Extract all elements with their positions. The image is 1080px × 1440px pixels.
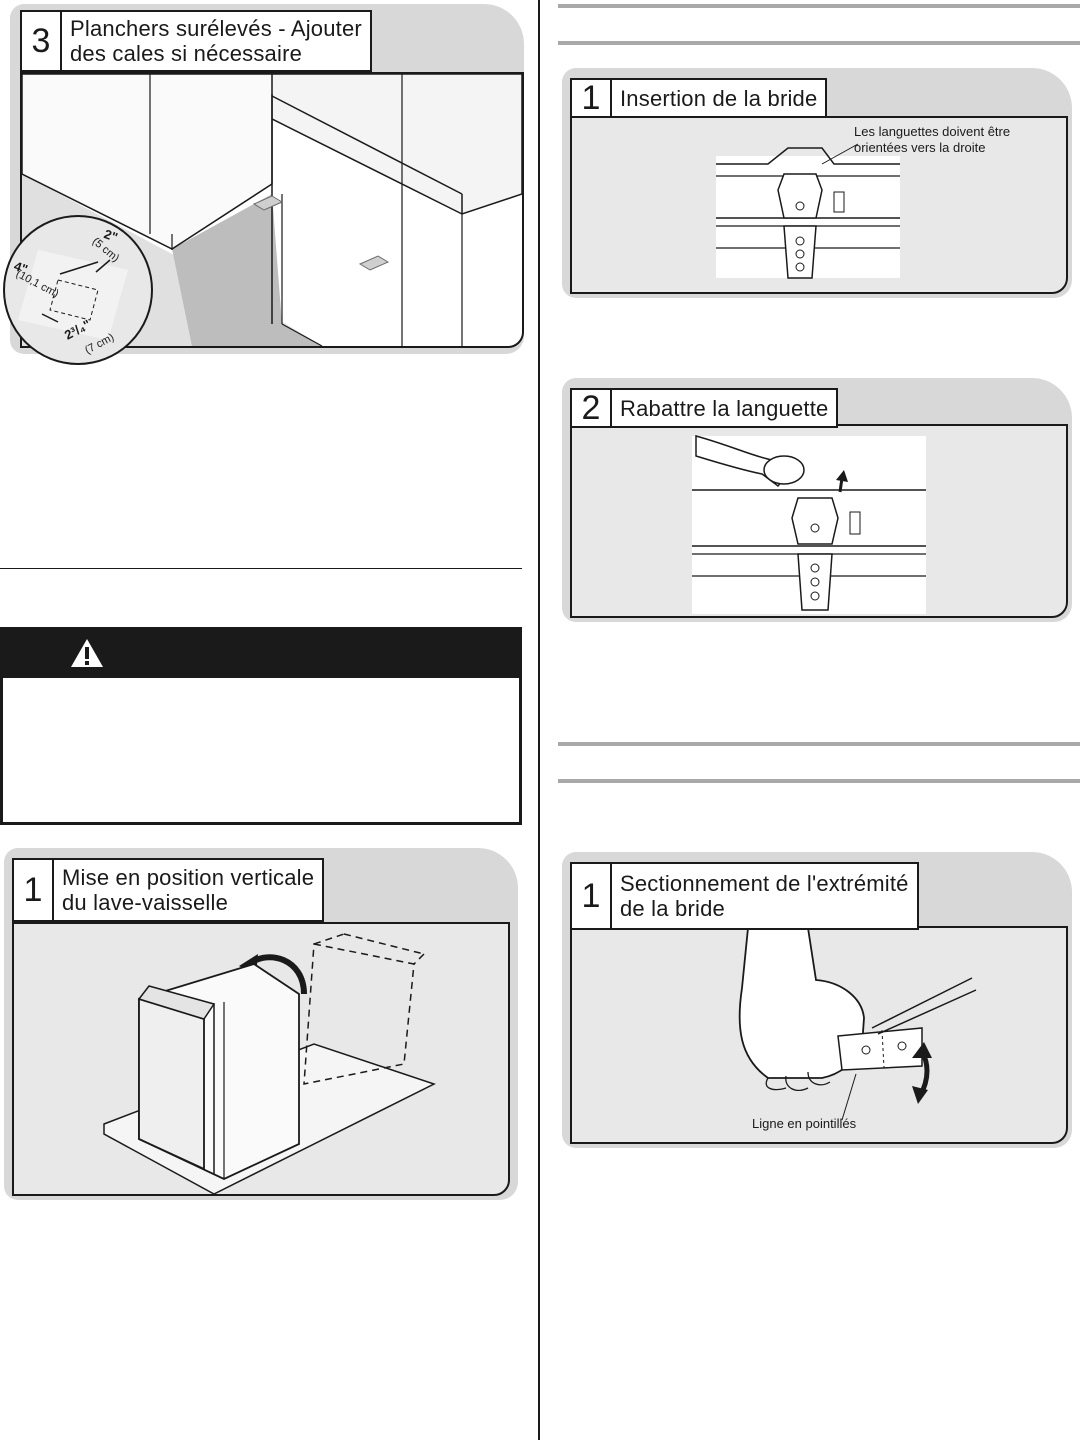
step-number: 1 [572, 80, 612, 116]
tab-direction-callout: Les languettes doivent être orientées ve… [854, 124, 1010, 156]
section-rule [0, 568, 522, 569]
section-rule [558, 779, 1080, 783]
step-number: 1 [14, 860, 54, 920]
step-title: Sectionnement de l'extrémité de la bride [612, 864, 917, 928]
upright-panel: 1 Mise en position verticale du lave-vai… [4, 848, 518, 1200]
dishwasher-upright-illustration [14, 924, 508, 1194]
step-tab: 1 Insertion de la bride [570, 78, 827, 118]
step-title: Rabattre la languette [612, 390, 836, 426]
step-number: 2 [572, 390, 612, 426]
warning-header [3, 630, 519, 678]
step-tab: 1 Sectionnement de l'extrémité de la bri… [570, 862, 919, 930]
raised-floor-panel: 2" (5 cm) 4" (10,1 cm) 2³/₄" (7 cm) 3 Pl… [10, 4, 524, 354]
fold-tab-illustration [572, 426, 1066, 616]
section-rule [558, 41, 1080, 45]
step-tab: 1 Mise en position verticale du lave-vai… [12, 858, 324, 922]
cut-strap-panel: Ligne en pointillés 1 Sectionnement de l… [562, 852, 1072, 1148]
step-number: 1 [572, 864, 612, 928]
dotted-line-callout: Ligne en pointillés [752, 1116, 856, 1132]
column-divider [538, 0, 540, 1440]
step-tab: 3 Planchers surélevés - Ajouter des cale… [20, 10, 372, 72]
step-number: 3 [22, 12, 62, 70]
panel-frame [12, 922, 510, 1196]
strap-cut-illustration [572, 928, 1066, 1142]
warning-triangle-icon [69, 637, 105, 669]
warning-box [0, 627, 522, 825]
step-title: Mise en position verticale du lave-vaiss… [54, 860, 322, 920]
section-rule [558, 742, 1080, 746]
insert-strap-panel: Les languettes doivent être orientées ve… [562, 68, 1072, 298]
step-tab: 2 Rabattre la languette [570, 388, 838, 428]
panel-frame [570, 926, 1068, 1144]
panel-frame [570, 424, 1068, 618]
step-title: Insertion de la bride [612, 80, 825, 116]
section-rule [558, 4, 1080, 8]
shim-detail-circle [0, 210, 158, 370]
fold-tab-panel: 2 Rabattre la languette [562, 378, 1072, 622]
step-title: Planchers surélevés - Ajouter des cales … [62, 12, 370, 70]
